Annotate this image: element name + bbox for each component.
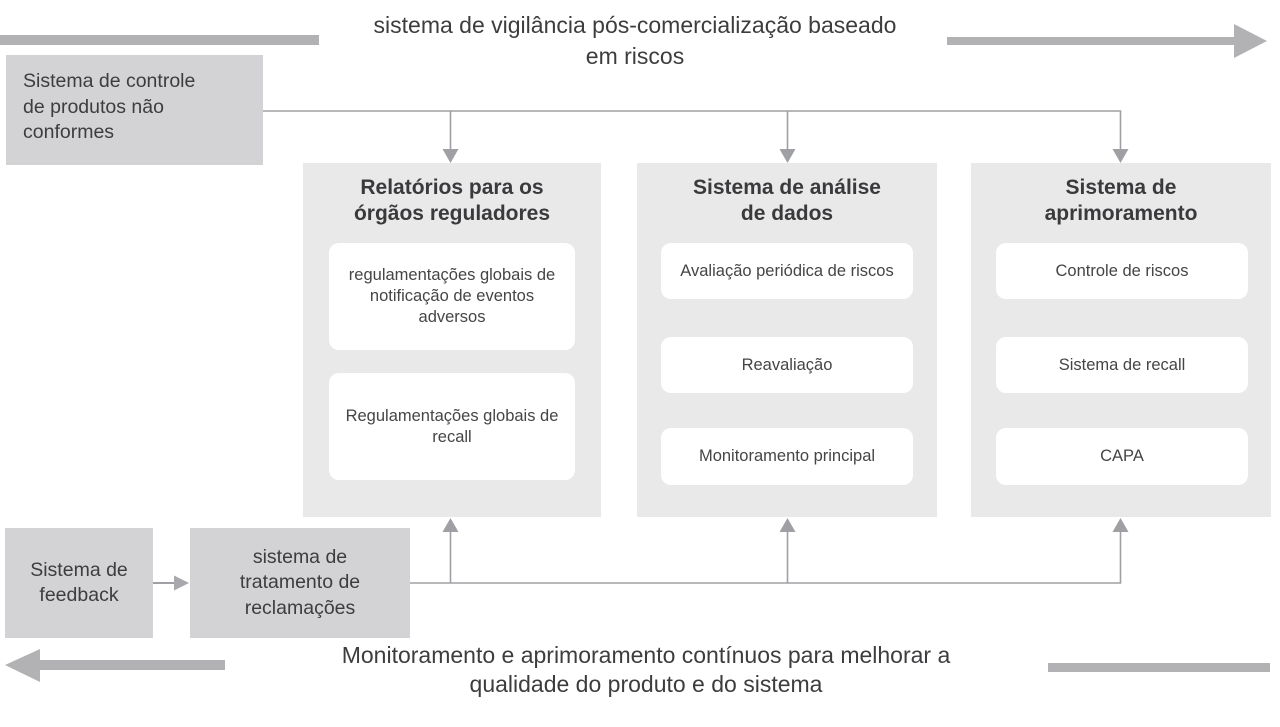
panel-2-title-line-2: de dados (740, 202, 834, 225)
panel-regulatory-reports-title: Relatórios para os órgãos reguladores (303, 175, 601, 227)
complaints-box-line-1: sistema de (252, 545, 348, 568)
item-recall-system: Sistema de recall (996, 337, 1248, 393)
panel-data-analysis-title: Sistema de análise de dados (637, 175, 937, 227)
page-title-line-2: em riscos (585, 43, 685, 69)
panel-3-title-line-2: aprimoramento (1044, 202, 1198, 225)
top-right-arrow (947, 24, 1267, 58)
top-connector-arrowheads (442, 149, 1129, 163)
item-reassessment: Reavaliação (661, 337, 913, 393)
panel-1-title-line-1: Relatórios para os (360, 176, 544, 199)
item-periodic-risk-assessment: Avaliação periódica de riscos (661, 243, 913, 299)
bottom-connector-line (410, 532, 1122, 584)
panel-3-title-line-1: Sistema de (1065, 176, 1177, 199)
top-left-bar (0, 35, 319, 45)
feedback-box-line-1: Sistema de (30, 558, 128, 581)
panel-data-analysis-system: Sistema de análise de dados Avaliação pe… (637, 163, 937, 517)
bottom-connector-arrowheads (442, 518, 1129, 532)
bottom-caption-line-2: qualidade do produto e do sistema (469, 671, 823, 697)
item-global-recall-regulations: Regulamentações globais de recall (329, 373, 575, 480)
nonconforming-product-control-box: Sistema de controle de produtos não conf… (6, 55, 263, 165)
feedback-system-box: Sistema de feedback (5, 528, 153, 638)
complaints-box-line-3: reclamações (244, 596, 356, 619)
panel-2-title-line-1: Sistema de análise (693, 176, 881, 199)
up-arrow-panel-3 (1112, 518, 1129, 532)
feedback-box-line-2: feedback (39, 584, 119, 606)
control-box-line-3: conformes (23, 121, 115, 143)
bottom-right-bar (1048, 663, 1270, 672)
panel-1-title-line-2: órgãos reguladores (353, 202, 551, 225)
complaints-box-line-2: tratamento de (239, 571, 361, 594)
bottom-caption: Monitoramento e aprimoramento contínuos … (340, 641, 952, 699)
up-arrow-panel-2 (779, 518, 796, 532)
item-main-monitoring: Monitoramento principal (661, 428, 913, 485)
page-title-line-1: sistema de vigilância pós-comercializaçã… (373, 12, 897, 38)
feedback-to-complaints-arrow (153, 575, 189, 591)
up-arrow-panel-1 (442, 518, 459, 532)
panel-regulatory-reports: Relatórios para os órgãos reguladores re… (303, 163, 601, 517)
item-capa: CAPA (996, 428, 1248, 485)
top-connector-line (263, 110, 1122, 150)
item-global-adverse-event-regulations: regulamentações globais de notificação d… (329, 243, 575, 350)
down-arrow-panel-3 (1112, 149, 1129, 163)
page-title: sistema de vigilância pós-comercializaçã… (330, 10, 940, 72)
down-arrow-panel-2 (779, 149, 796, 163)
control-box-line-1: Sistema de controle (23, 70, 196, 92)
complaint-handling-system-box: sistema de tratamento de reclamações (190, 528, 410, 638)
item-risk-control: Controle de riscos (996, 243, 1248, 299)
bottom-left-arrow (5, 649, 225, 682)
down-arrow-panel-1 (442, 149, 459, 163)
control-box-line-2: de produtos não (23, 95, 164, 118)
panel-improvement-title: Sistema de aprimoramento (971, 175, 1271, 227)
bottom-caption-line-1: Monitoramento e aprimoramento contínuos … (341, 642, 951, 668)
panel-improvement-system: Sistema de aprimoramento Controle de ris… (971, 163, 1271, 517)
